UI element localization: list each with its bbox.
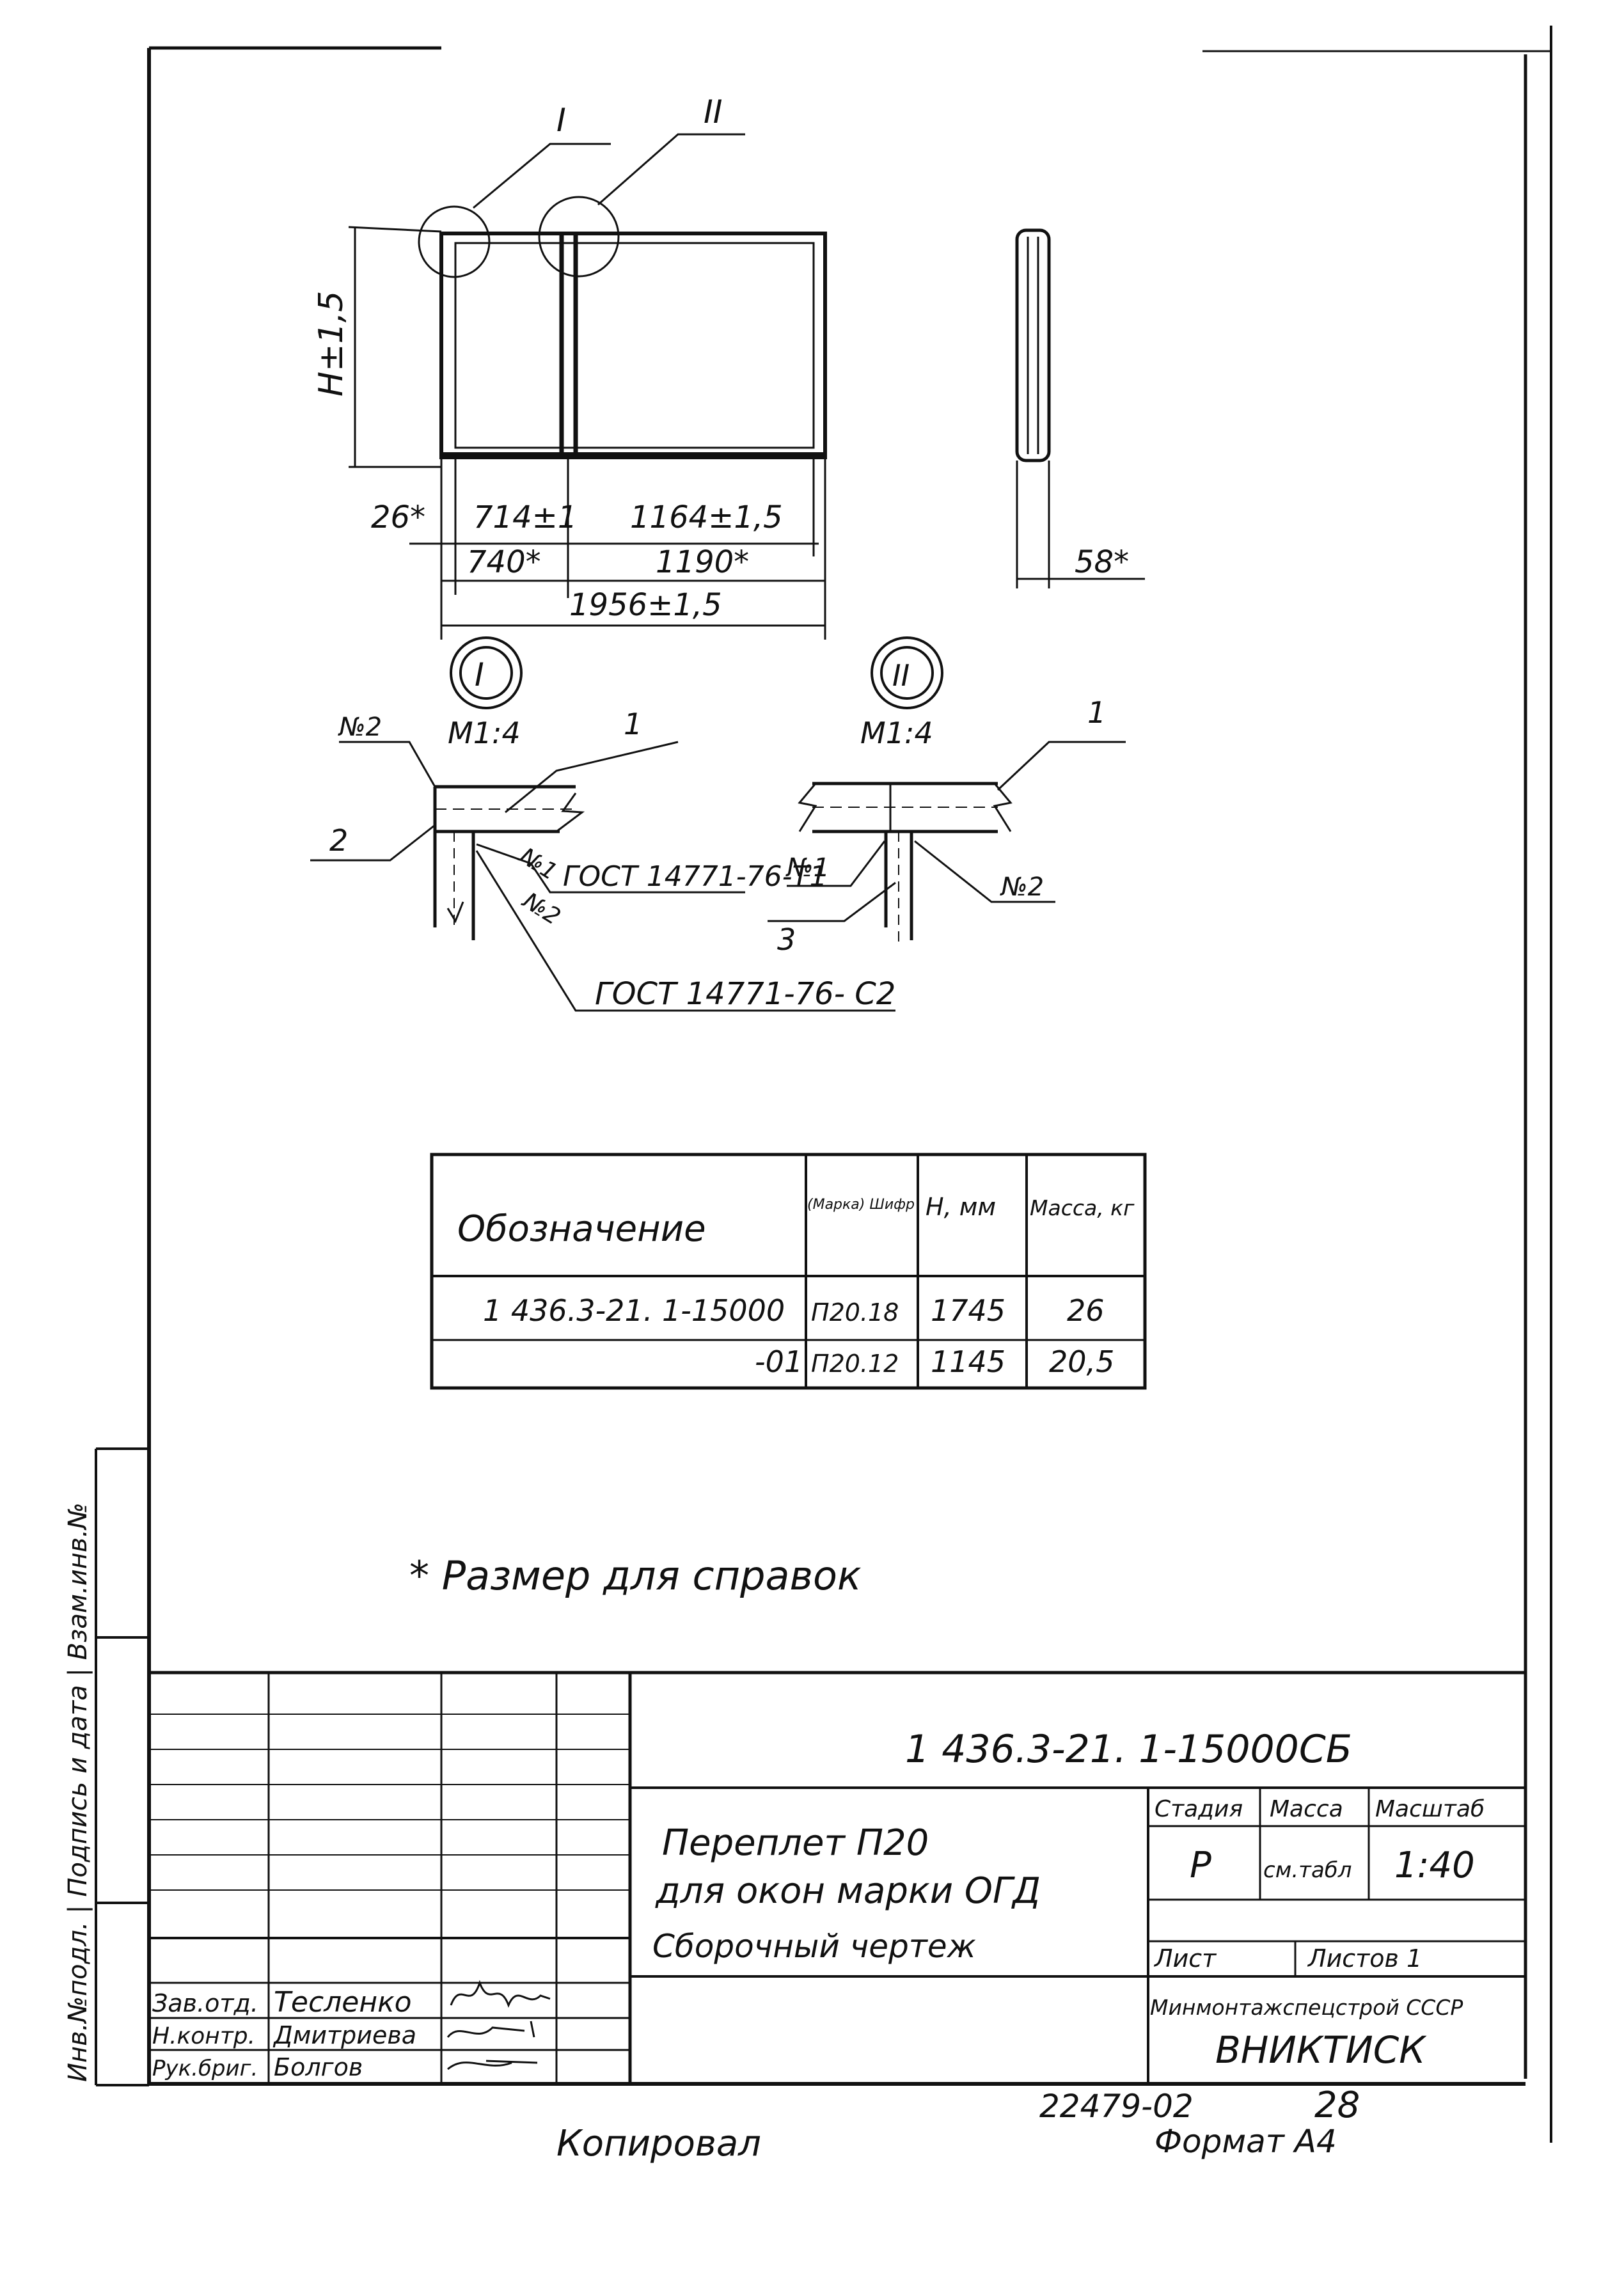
detail-2-scale: M1:4: [860, 716, 933, 750]
spec-row-2-h: 1145: [931, 1344, 1005, 1379]
detail-1-pos-1: 1: [624, 707, 642, 741]
spec-row-2: -01 П20.12 1145 20,5: [755, 1344, 1114, 1379]
sheets-label: Листов 1: [1307, 1944, 1422, 1973]
signer-2-role: Н.контр.: [152, 2023, 255, 2049]
spec-header-h: H, мм: [926, 1193, 996, 1221]
dim-height: H±1,5: [312, 291, 351, 397]
detail-1-weld-top: №2: [338, 713, 382, 742]
detail-1-pos-2: 2: [329, 823, 348, 858]
title-line-2: для окон марки ОГД: [655, 1870, 1041, 1912]
copied-label: Копировал: [556, 2123, 761, 2164]
reference-note: * Размер для справок: [409, 1552, 862, 1599]
doc-code: 1 436.3-21. 1-15000СБ: [905, 1727, 1352, 1772]
format-label: Формат А4: [1155, 2123, 1337, 2160]
spec-header-mass: Масса, кг: [1030, 1195, 1135, 1220]
detail-1-weld-1: №1: [514, 842, 562, 886]
detail-2-drawing: [768, 741, 1126, 947]
callout-node-2: II: [704, 93, 723, 130]
col-header-mass: Масса: [1270, 1796, 1343, 1822]
spec-row-2-mark: П20.12: [811, 1350, 899, 1378]
spec-row-1-h: 1745: [931, 1293, 1005, 1328]
detail-2-weld-1: №1: [785, 853, 830, 883]
dim-span-2: 1164±1,5: [630, 500, 783, 535]
signer-3-name: Болгов: [274, 2053, 363, 2081]
detail-1-mark-label: I: [475, 656, 484, 693]
dim-axis-2: 1190*: [656, 544, 749, 580]
doc-number: 22479-02: [1039, 2088, 1194, 2125]
detail-1-weld-2: №2: [517, 887, 565, 931]
col-header-scale: Масштаб: [1375, 1796, 1485, 1822]
title-block-grid: [149, 1671, 1525, 2084]
detail-2-mark: [871, 636, 943, 709]
signer-3-role: Рук.бриг.: [152, 2056, 258, 2081]
stage-value: Р: [1190, 1845, 1211, 1886]
dim-span-1: 714±1: [473, 500, 577, 535]
spec-row-1-designation: 1 436.3-21. 1-15000: [483, 1293, 785, 1328]
sheet-frame: [147, 26, 1552, 2143]
title-line-3: Сборочный чертеж: [652, 1928, 976, 1965]
dim-left-offset: 26*: [371, 500, 425, 535]
spec-row-1-mass: 26: [1067, 1293, 1105, 1328]
detail-2-pos-1: 1: [1087, 695, 1106, 730]
spec-header-mark: (Марка) Шифр: [807, 1197, 915, 1213]
detail-1-drawing: [310, 741, 895, 1012]
detail-1-gost-1: ГОСТ 14771-76-Т1: [563, 860, 827, 893]
side-stamp-text: Инв.№подл. | Подпись и дата | Взам.инв.№: [63, 1502, 93, 2082]
signatures: [446, 1980, 551, 2070]
spec-row-2-mass: 20,5: [1049, 1344, 1114, 1379]
side-stamp: [95, 1447, 149, 2086]
mass-value: см.табл: [1263, 1857, 1352, 1883]
signer-1-role: Зав.отд.: [152, 1989, 258, 2017]
callout-circles: [418, 133, 745, 278]
signer-2-name: Дмитриева: [272, 2021, 416, 2049]
detail-2-weld-2: №2: [1000, 872, 1044, 902]
dim-axis-1: 740*: [467, 544, 541, 580]
detail-1-scale: M1:4: [448, 716, 521, 750]
detail-2-pos-3: 3: [777, 922, 796, 957]
dim-overall: 1956±1,5: [569, 587, 722, 623]
scale-value: 1:40: [1394, 1845, 1475, 1886]
detail-1-mark: [450, 636, 523, 709]
spec-header-designation: Обозначение: [457, 1208, 706, 1250]
spec-row-1: 1 436.3-21. 1-15000 П20.18 1745 26: [483, 1293, 1105, 1328]
frame-side-section: [1015, 228, 1145, 588]
page-number: 28: [1314, 2085, 1360, 2126]
spec-row-1-mark: П20.18: [811, 1298, 899, 1327]
detail-1-gost-2: ГОСТ 14771-76- С2: [595, 976, 895, 1012]
org-institute: ВНИКТИСК: [1215, 2028, 1427, 2072]
sheet-label: Лист: [1153, 1944, 1217, 1973]
dim-thickness: 58*: [1075, 544, 1129, 580]
signers: Зав.отд. Тесленко Н.контр. Дмитриева Рук…: [152, 1986, 416, 2081]
detail-2-mark-label: II: [892, 658, 910, 693]
title-line-1: Переплет П20: [662, 1822, 929, 1864]
col-header-stage: Стадия: [1155, 1796, 1243, 1822]
spec-row-2-designation: -01: [755, 1344, 803, 1379]
callout-node-1: I: [556, 102, 566, 139]
spec-table-grid: [430, 1153, 1147, 1390]
signer-1-name: Тесленко: [274, 1986, 412, 2019]
org-name: Минмонтажспецстрой СССР: [1150, 1995, 1463, 2020]
frame-elevation: [348, 226, 827, 640]
